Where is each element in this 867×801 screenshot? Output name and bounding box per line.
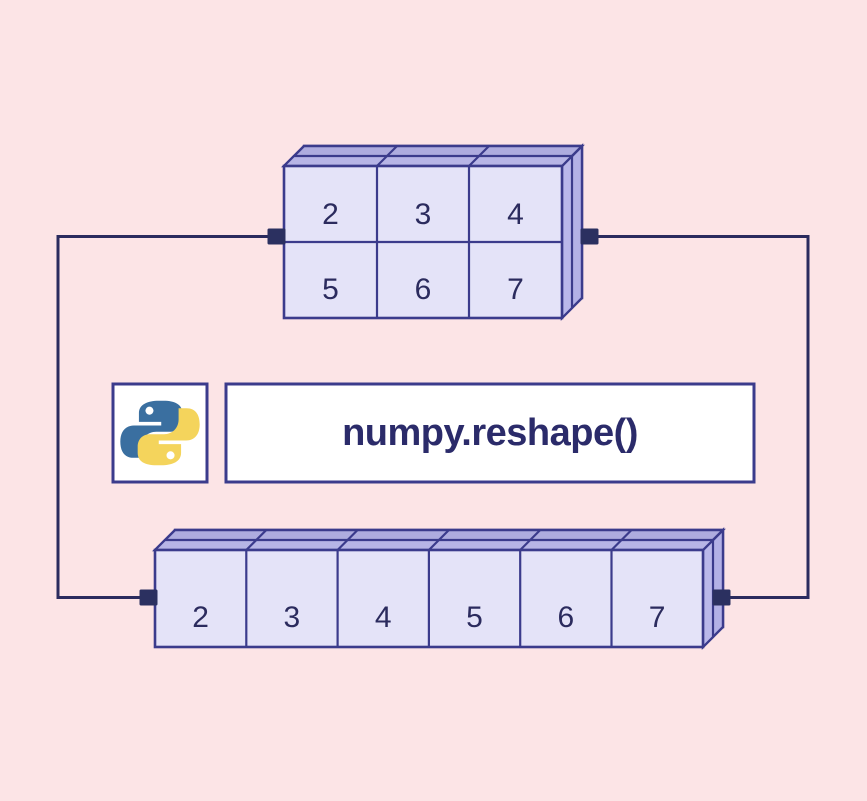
cell-value: 6 xyxy=(415,273,432,306)
top-array-right-port xyxy=(580,228,599,245)
cell-value: 2 xyxy=(192,601,209,634)
cell-value: 6 xyxy=(557,601,574,634)
original-1d-array: 2 3 4 5 6 7 xyxy=(152,527,726,650)
bottom-array-right-port xyxy=(712,589,731,606)
cell-value: 3 xyxy=(415,198,432,231)
cell-value: 5 xyxy=(322,273,339,306)
reshaped-2d-array: 2 3 4 5 6 7 xyxy=(281,143,585,321)
cell-value: 4 xyxy=(507,198,524,231)
python-logo-icon xyxy=(120,400,200,466)
bottom-array-left-port xyxy=(139,589,158,606)
operation-label-box[interactable]: numpy.reshape() xyxy=(224,382,756,484)
cell-value: 7 xyxy=(649,601,666,634)
cell-value: 3 xyxy=(284,601,301,634)
top-array-left-port xyxy=(267,228,286,245)
cell-value: 7 xyxy=(507,273,524,306)
operation-label-text: numpy.reshape() xyxy=(342,412,638,454)
cell-value: 2 xyxy=(322,198,339,231)
left-connection-wire xyxy=(56,235,276,599)
python-icon-box[interactable] xyxy=(111,382,209,484)
right-connection-wire xyxy=(590,235,810,599)
cell-value: 5 xyxy=(466,601,483,634)
cell-value: 4 xyxy=(375,601,392,634)
